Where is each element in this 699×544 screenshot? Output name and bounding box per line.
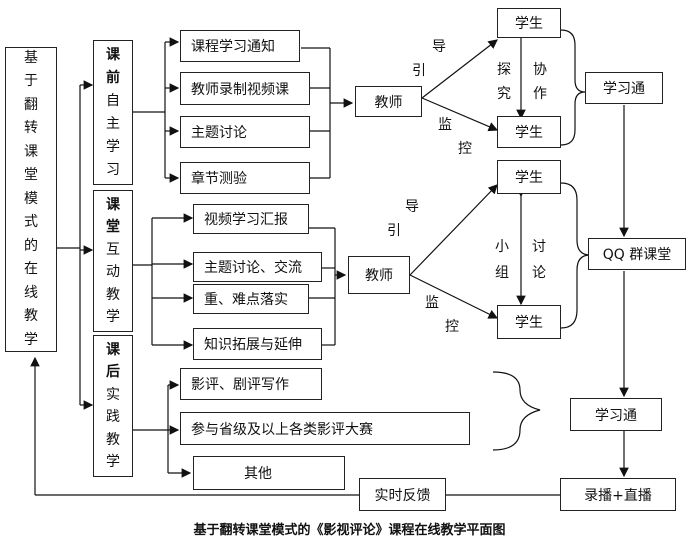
section-in-text: 课堂互动教学: [106, 194, 120, 329]
vertical-char: 践: [106, 409, 120, 425]
vertical-char: 线: [24, 284, 38, 301]
vertical-char: 翻: [24, 96, 38, 113]
in-item-1: 视频学习汇报: [193, 204, 309, 234]
in-item-4: 知识拓展与延伸: [193, 328, 322, 360]
vertical-char: 课: [106, 46, 120, 63]
section-post-text: 课后实践教学: [106, 339, 120, 474]
xuexitong-box-2: 学习通: [570, 398, 662, 431]
vertical-char: 基: [24, 49, 38, 66]
post-item-2: 参与省级及以上各类影评大赛: [180, 412, 470, 445]
vertical-char: 自: [106, 92, 120, 109]
vertical-char: 习: [106, 161, 120, 178]
feedback-box: 实时反馈: [359, 478, 446, 511]
pre-item-3: 主题讨论: [180, 116, 310, 148]
vertical-char: 于: [24, 73, 38, 90]
label-char: 监: [438, 117, 452, 133]
vertical-char: 组: [495, 265, 509, 281]
vertical-char: 式: [24, 214, 38, 231]
student-box-2: 学生: [497, 116, 561, 148]
label-cooperate: 协作: [533, 58, 547, 106]
post-item-3: 其他: [193, 456, 345, 490]
figure-caption: 基于翻转课堂模式的《影视评论》课程在线教学平面图: [193, 523, 506, 538]
label-char: 引: [387, 223, 401, 239]
in-item-3: 重、难点落实: [193, 284, 309, 314]
pre-item-2: 教师录制视频课: [180, 72, 310, 105]
vertical-char: 学: [106, 454, 120, 470]
in-item-2: 主题讨论、交流: [193, 252, 322, 282]
vertical-char: 协: [533, 62, 547, 78]
label-discuss: 讨论: [532, 234, 546, 286]
label-char: 导: [405, 199, 419, 215]
section-pre-class: 课前自主学习: [93, 40, 133, 185]
vertical-char: 论: [532, 265, 546, 281]
section-post-class: 课后实践教学: [93, 335, 133, 477]
vertical-char: 主: [106, 115, 120, 132]
xuexitong-box-1: 学习通: [585, 72, 663, 104]
pre-item-4: 章节测验: [180, 162, 310, 194]
record-live-box: 录播+直播: [560, 478, 676, 511]
vertical-char: 课: [24, 143, 38, 160]
vertical-char: 作: [533, 86, 547, 102]
label-char: 控: [458, 141, 472, 157]
student-box-4: 学生: [497, 305, 561, 339]
vertical-char: 前: [106, 69, 120, 86]
vertical-char: 在: [24, 261, 38, 278]
teacher-box-2: 教师: [348, 256, 410, 294]
vertical-char: 模: [24, 190, 38, 207]
post-item-1: 影评、剧评写作: [180, 368, 322, 400]
vertical-char: 实: [106, 386, 120, 403]
label-group: 小组: [495, 234, 509, 286]
vertical-char: 转: [24, 120, 38, 137]
student-box-1: 学生: [497, 8, 561, 38]
vertical-char: 学: [106, 138, 120, 155]
pre-item-1: 课程学习通知: [180, 30, 300, 62]
vertical-char: 的: [24, 237, 38, 254]
vertical-char: 探: [497, 62, 511, 78]
label-explore: 探究: [497, 58, 511, 106]
label-char: 导: [432, 39, 446, 55]
main-title-vertical: 基于翻转课堂模式的在线教学: [24, 47, 38, 353]
main-title-box: 基于翻转课堂模式的在线教学: [5, 47, 57, 352]
section-pre-text: 课前自主学习: [106, 44, 120, 182]
section-in-class: 课堂互动教学: [93, 190, 133, 332]
label-char: 监: [425, 295, 439, 311]
vertical-char: 后: [106, 364, 120, 380]
vertical-char: 教: [24, 308, 38, 325]
vertical-char: 讨: [532, 239, 546, 255]
vertical-char: 动: [106, 264, 120, 280]
vertical-char: 堂: [24, 167, 38, 184]
vertical-char: 究: [497, 86, 511, 102]
label-char: 控: [445, 319, 459, 335]
vertical-char: 堂: [106, 219, 120, 235]
label-char: 引: [412, 63, 426, 79]
vertical-char: 学: [106, 309, 120, 325]
student-box-3: 学生: [497, 160, 561, 194]
vertical-char: 课: [106, 341, 120, 358]
teacher-box-1: 教师: [355, 86, 422, 117]
vertical-char: 教: [106, 286, 120, 303]
vertical-char: 小: [495, 239, 509, 255]
vertical-char: 互: [106, 241, 120, 258]
qq-group-box: QQ 群课堂: [588, 238, 686, 270]
vertical-char: 学: [24, 331, 38, 348]
vertical-char: 课: [106, 196, 120, 213]
vertical-char: 教: [106, 431, 120, 448]
